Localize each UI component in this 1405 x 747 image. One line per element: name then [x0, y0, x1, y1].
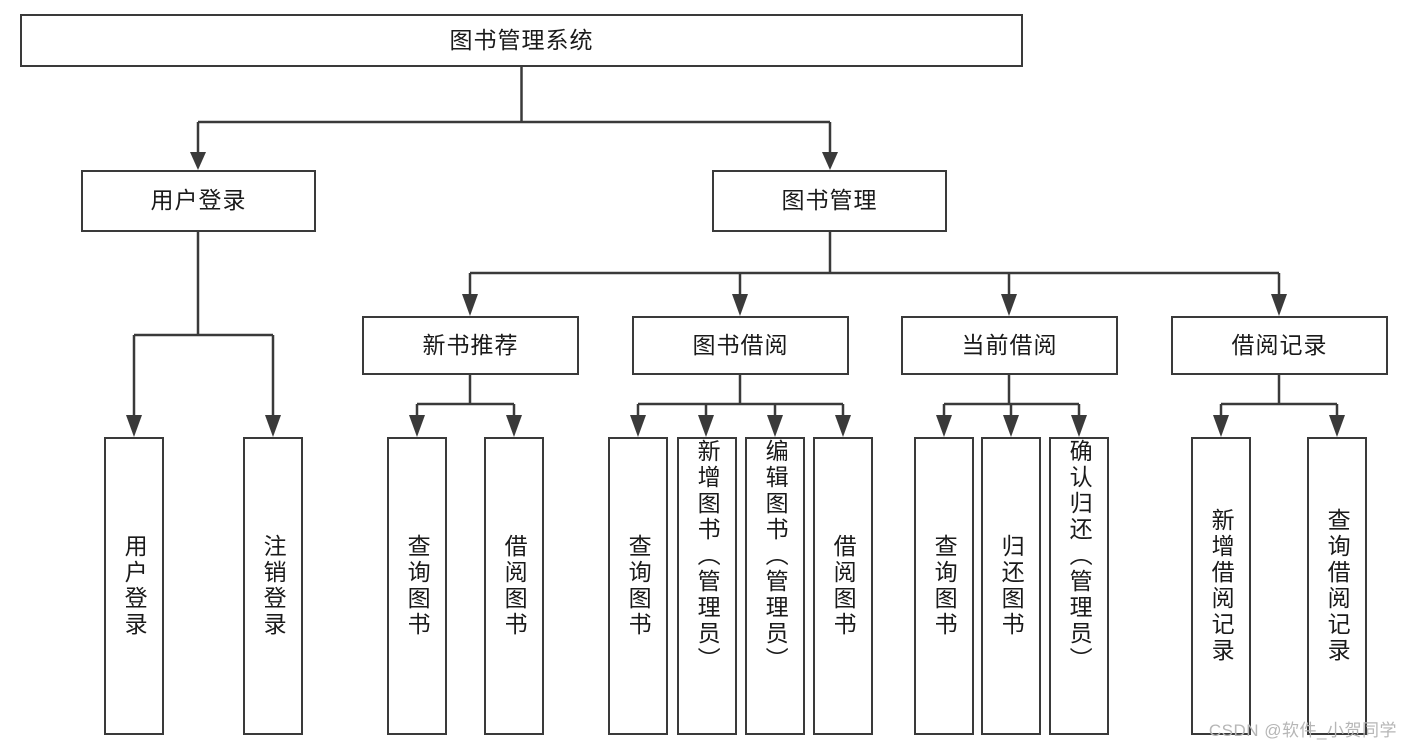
leaf-label-nb-query-book: 查询图书	[404, 534, 431, 638]
arrow-bb-edit-book	[767, 415, 783, 437]
leaf-label-nb-borrow-book: 借阅图书	[501, 534, 528, 638]
arrow-cb-return-book	[1003, 415, 1019, 437]
arrow-borrow-record	[1271, 294, 1287, 316]
arrow-br-query-record	[1329, 415, 1345, 437]
leaf-label-cb-return-book: 归还图书	[998, 534, 1025, 638]
leaf-label-user-login: 用户登录	[121, 534, 148, 638]
node-new-book-recommend[interactable]: 新书推荐	[362, 316, 579, 375]
arrow-new-book	[462, 294, 478, 316]
leaf-bb-edit-book[interactable]: 编辑图书（管理员）	[745, 437, 805, 735]
arrow-br-add-record	[1213, 415, 1229, 437]
arrow-leaf-user-login	[126, 415, 142, 437]
leaf-label-bb-query-book: 查询图书	[625, 534, 652, 638]
leaf-cb-query-book[interactable]: 查询图书	[914, 437, 974, 735]
node-label-book-management: 图书管理	[781, 187, 878, 214]
arrow-leaf-logout	[265, 415, 281, 437]
leaf-nb-query-book[interactable]: 查询图书	[387, 437, 447, 735]
node-book-borrow[interactable]: 图书借阅	[632, 316, 849, 375]
leaf-br-query-record[interactable]: 查询借阅记录	[1307, 437, 1367, 735]
node-label-book-borrow: 图书借阅	[692, 331, 789, 358]
node-label-borrow-record: 借阅记录	[1231, 331, 1328, 358]
arrow-bb-query-book	[630, 415, 646, 437]
arrow-nb-borrow-book	[506, 415, 522, 437]
leaf-label-bb-edit-book: 编辑图书（管理员）	[762, 439, 789, 673]
arrow-user-login	[190, 152, 206, 170]
leaf-bb-query-book[interactable]: 查询图书	[608, 437, 668, 735]
leaf-label-cb-query-book: 查询图书	[931, 534, 958, 638]
node-user-login[interactable]: 用户登录	[81, 170, 316, 232]
arrow-book-mgmt	[822, 152, 838, 170]
arrow-book-borrow	[732, 294, 748, 316]
leaf-label-bb-borrow-book: 借阅图书	[830, 534, 857, 638]
node-borrow-record[interactable]: 借阅记录	[1171, 316, 1388, 375]
arrow-cb-confirm-return	[1071, 415, 1087, 437]
arrow-bb-borrow-book	[835, 415, 851, 437]
node-label-new-book-recommend: 新书推荐	[422, 331, 519, 358]
leaf-br-add-record[interactable]: 新增借阅记录	[1191, 437, 1251, 735]
leaf-label-cb-confirm-return: 确认归还（管理员）	[1066, 439, 1093, 673]
arrow-current-borrow	[1001, 294, 1017, 316]
leaf-bb-add-book[interactable]: 新增图书（管理员）	[677, 437, 737, 735]
node-label-current-borrow: 当前借阅	[961, 331, 1058, 358]
node-book-management[interactable]: 图书管理	[712, 170, 947, 232]
leaf-label-logout: 注销登录	[260, 534, 287, 638]
leaf-bb-borrow-book[interactable]: 借阅图书	[813, 437, 873, 735]
node-label-user-login: 用户登录	[150, 187, 247, 214]
leaf-label-br-query-record: 查询借阅记录	[1324, 508, 1351, 664]
leaf-cb-return-book[interactable]: 归还图书	[981, 437, 1041, 735]
leaf-logout[interactable]: 注销登录	[243, 437, 303, 735]
arrow-nb-query-book	[409, 415, 425, 437]
leaf-nb-borrow-book[interactable]: 借阅图书	[484, 437, 544, 735]
node-label-root: 图书管理系统	[449, 26, 594, 53]
leaf-user-login[interactable]: 用户登录	[104, 437, 164, 735]
arrow-bb-add-book	[698, 415, 714, 437]
leaf-label-br-add-record: 新增借阅记录	[1208, 508, 1235, 664]
node-root-system[interactable]: 图书管理系统	[20, 14, 1023, 67]
node-current-borrow[interactable]: 当前借阅	[901, 316, 1118, 375]
arrow-cb-query-book	[936, 415, 952, 437]
csdn-watermark: CSDN @软件_小贺同学	[1208, 721, 1397, 740]
leaf-cb-confirm-return[interactable]: 确认归还（管理员）	[1049, 437, 1109, 735]
leaf-label-bb-add-book: 新增图书（管理员）	[694, 439, 721, 673]
